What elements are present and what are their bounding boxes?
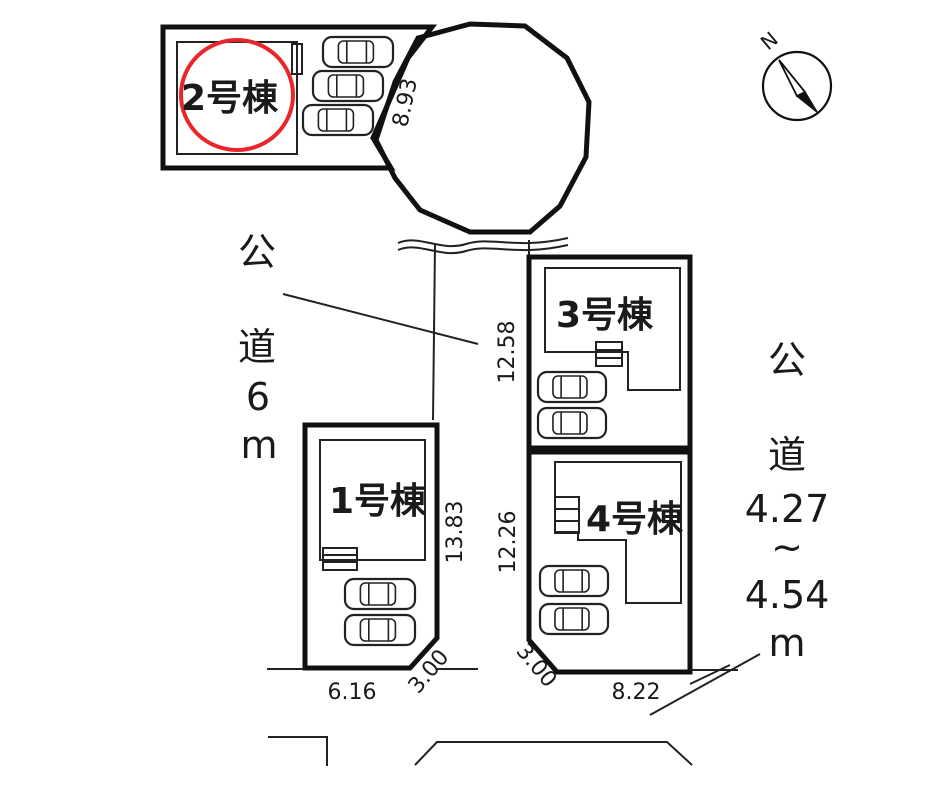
car-icon: [343, 577, 417, 611]
building-2-label: 2号棟: [181, 78, 279, 119]
east-road-char-1: 公: [768, 338, 806, 382]
compass-circle: [761, 50, 833, 122]
east-road-char-5: 4.54: [745, 573, 830, 617]
east-road-char-4: ~: [771, 525, 803, 569]
compass: N: [756, 27, 833, 122]
lot-4-boundary: [526, 449, 693, 675]
lot-1-boundary: [302, 422, 440, 671]
turnaround-polygon: [373, 21, 592, 235]
cars: [301, 35, 610, 647]
car-icon: [321, 35, 395, 69]
west-road-char-3: 6: [246, 375, 270, 419]
car-icon: [538, 602, 610, 636]
car-icon: [536, 406, 608, 440]
highlight-circle: [179, 38, 295, 152]
west-road-char-1: 公: [238, 230, 276, 274]
break-line-2: [397, 244, 569, 255]
building-1-label: 1号棟: [329, 481, 427, 522]
building-4-label: 4号棟: [586, 499, 684, 540]
dim-616: 6.16: [328, 680, 377, 705]
dim-822: 8.22: [612, 680, 661, 705]
car-icon: [538, 564, 610, 598]
west-road-char-2: 道: [238, 325, 276, 369]
lot-3-boundary: [526, 254, 693, 451]
car-icon: [536, 370, 608, 404]
east-road-char-2: 道: [768, 433, 806, 477]
compass-needle-tail-icon: [795, 91, 818, 113]
building-3-label: 3号棟: [556, 295, 654, 336]
lot-4: [526, 449, 693, 675]
leader-west-road: [282, 293, 479, 345]
building-1-outline: [319, 439, 426, 561]
dim-line-822: [689, 664, 731, 685]
dim-1258: 12.58: [495, 321, 520, 384]
east-road-char-3: 4.27: [745, 487, 830, 531]
car-icon: [311, 69, 385, 103]
compass-north-label: N: [756, 27, 783, 55]
building-4-stairs: [554, 496, 580, 534]
building-3-stairs: [595, 341, 623, 367]
street-lines: [267, 293, 761, 766]
dim-300-left: 3.00: [404, 645, 455, 699]
building-2-step: [291, 43, 303, 75]
leader-east-road: [649, 653, 761, 716]
street-curb-bottom: [414, 741, 693, 766]
building-1-stairs: [322, 547, 358, 571]
east-road-char-6: m: [768, 621, 805, 665]
break-line-1: [397, 237, 569, 248]
car-icon: [343, 613, 417, 647]
compass-needle-icon: [778, 59, 807, 98]
lot-3: [526, 254, 693, 451]
lot-2-boundary: [160, 24, 438, 171]
street-corner-left: [268, 736, 328, 766]
building-3-outline: [544, 267, 681, 391]
west-road-char-4: m: [240, 423, 277, 467]
car-icon: [301, 103, 375, 137]
dim-1383: 13.83: [443, 501, 468, 564]
dim-1226: 12.26: [496, 511, 521, 574]
lot-1: [302, 422, 440, 671]
